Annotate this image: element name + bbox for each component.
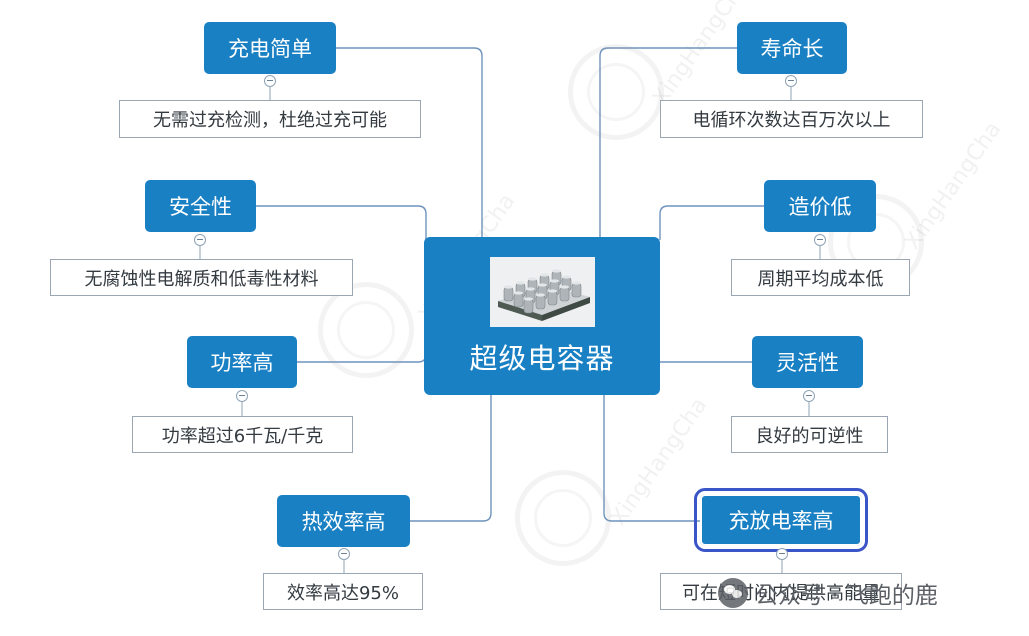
- credit-text: 公众号 · 飞跑的鹿: [755, 583, 938, 609]
- topic-flexibility[interactable]: 灵活性: [752, 336, 863, 388]
- supercapacitor-image: [490, 257, 595, 327]
- connector-low-cost: [659, 205, 764, 240]
- topic-thermal-efficiency[interactable]: 热效率高: [277, 495, 410, 547]
- topic-charge-simple[interactable]: 充电简单: [204, 22, 336, 74]
- detail-charge-simple[interactable]: 无需过充检测，杜绝过充可能: [119, 100, 421, 138]
- watermark-logo-icon: [318, 282, 414, 378]
- collapse-toggle-icon[interactable]: [803, 390, 815, 402]
- connector-charge-simple: [336, 47, 483, 240]
- topic-low-cost[interactable]: 造价低: [764, 180, 876, 232]
- detail-low-cost[interactable]: 周期平均成本低: [731, 259, 910, 296]
- detail-flexibility[interactable]: 良好的可逆性: [731, 416, 888, 453]
- detail-thermal-efficiency[interactable]: 效率高达95%: [263, 573, 423, 610]
- wechat-icon: [718, 578, 748, 608]
- collapse-toggle-icon[interactable]: [194, 234, 206, 246]
- connector-safety: [256, 205, 427, 240]
- collapse-toggle-icon[interactable]: [338, 548, 350, 560]
- account-credit: 公众号 · 飞跑的鹿: [718, 576, 938, 610]
- collapse-toggle-icon[interactable]: [236, 390, 248, 402]
- collapse-toggle-icon[interactable]: [785, 75, 797, 87]
- central-topic-title: 超级电容器: [469, 342, 615, 375]
- collapse-toggle-icon[interactable]: [264, 75, 276, 87]
- central-topic[interactable]: 超级电容器: [424, 237, 660, 395]
- watermark-logo-icon: [568, 44, 664, 140]
- collapse-toggle-icon[interactable]: [814, 234, 826, 246]
- detail-power[interactable]: 功率超过6千瓦/千克: [132, 416, 353, 453]
- topic-safety[interactable]: 安全性: [145, 180, 256, 232]
- topic-charge-rate[interactable]: 充放电率高: [694, 488, 868, 552]
- topic-long-life[interactable]: 寿命长: [737, 22, 847, 74]
- detail-long-life[interactable]: 电循环次数达百万次以上: [660, 100, 923, 138]
- collapse-toggle-icon[interactable]: [776, 548, 788, 560]
- watermark-logo-icon: [515, 470, 611, 566]
- detail-safety[interactable]: 无腐蚀性电解质和低毒性材料: [50, 259, 353, 296]
- topic-power[interactable]: 功率高: [187, 336, 297, 388]
- connector-thermal-efficiency: [410, 395, 492, 522]
